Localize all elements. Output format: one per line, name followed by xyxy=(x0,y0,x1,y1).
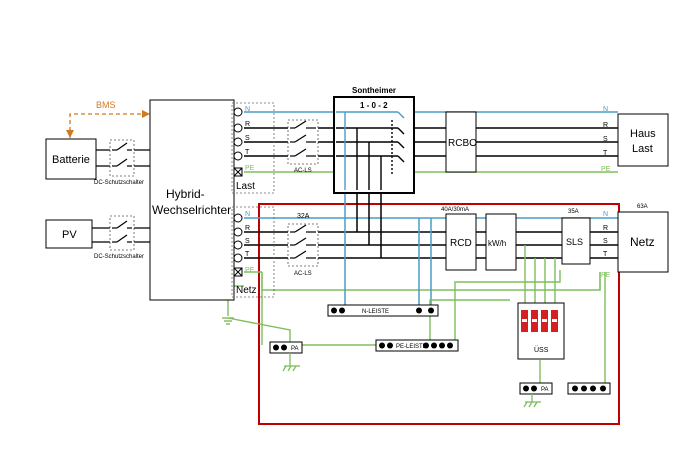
pa-1-ground-icon xyxy=(282,353,300,372)
pa-2-terminals xyxy=(523,385,537,392)
rating-63a: 63A xyxy=(637,204,648,210)
inverter-last-terminals xyxy=(233,107,243,177)
pa-2-ground-icon xyxy=(523,394,541,408)
bms-arrow-up-icon xyxy=(66,130,74,138)
sontheimer-contacts xyxy=(336,111,405,190)
netz-label: Netz xyxy=(630,235,655,249)
sls-box xyxy=(561,217,591,265)
ac-ls-1-label: AC-LS xyxy=(294,168,312,174)
inv-netz-t: T xyxy=(245,251,250,258)
haus-last-box xyxy=(617,113,669,167)
battery-box xyxy=(45,138,97,180)
battery-label: Batterie xyxy=(52,154,90,166)
netz-side-t: T xyxy=(603,251,608,258)
kwh-meter-box xyxy=(485,213,517,271)
inverter-label-line2: Wechselrichter xyxy=(152,203,231,217)
ac-ls-2-rating: 32A xyxy=(297,213,310,220)
pa-1-terminals xyxy=(273,344,287,351)
bms-label: BMS xyxy=(96,100,116,110)
haus-label-line1: Haus xyxy=(630,128,656,140)
inv-last-label: Last xyxy=(236,181,255,192)
ac-ls-2-label: AC-LS xyxy=(294,271,312,277)
switch-drop-wires xyxy=(344,190,432,310)
inv-netz-pe: PE xyxy=(245,267,255,274)
pa-1-label: PA xyxy=(291,346,299,352)
n-leiste-bar xyxy=(327,304,439,317)
haus-label-line2: Last xyxy=(632,143,653,155)
n-leiste-terminals xyxy=(331,307,434,314)
sls-label: SLS xyxy=(566,237,583,247)
pa-2-label: PA xyxy=(541,387,549,393)
dc-switch-2-label: DC-Schutzschalter xyxy=(94,254,144,260)
pe-leiste-terminals xyxy=(379,342,453,349)
inv-last-pe: PE xyxy=(245,165,255,172)
bms-link xyxy=(69,113,150,138)
earth-wires xyxy=(227,245,606,383)
inv-last-t: T xyxy=(245,149,250,156)
netz-box xyxy=(617,211,669,273)
rcd-label: RCD xyxy=(450,238,472,249)
uss-label: ÜSS xyxy=(534,346,549,354)
pe-terminal-strip xyxy=(567,382,611,395)
pv-label: PV xyxy=(62,229,77,241)
dc-switch-1-label: DC-Schutzschalter xyxy=(94,180,144,186)
inverter-label-line1: Hybrid- xyxy=(166,187,205,201)
dc-switch-1-icon xyxy=(112,142,132,167)
inv-netz-s: S xyxy=(245,238,250,245)
pv-box xyxy=(45,219,93,249)
netz-side-n: N xyxy=(603,211,608,218)
dc-switch-1-box xyxy=(109,139,135,177)
kwh-label: kW/h xyxy=(488,239,506,248)
pe-terminal-strip-terminals xyxy=(572,385,606,392)
inv-netz-r: R xyxy=(245,225,250,232)
inv-netz-n: N xyxy=(245,211,250,218)
rcbo-box xyxy=(445,111,477,173)
sontheimer-label: Sontheimer xyxy=(352,86,396,95)
last-side-pe: PE xyxy=(601,166,611,173)
last-side-t: T xyxy=(603,150,608,157)
inv-last-s: S xyxy=(245,135,250,142)
netz-side-pe: PE xyxy=(601,272,611,279)
last-side-n: N xyxy=(603,106,608,113)
pe-leiste-label: PE-LEISTE xyxy=(396,344,427,350)
inverter-box xyxy=(149,99,235,301)
uss-module-marks xyxy=(522,319,557,322)
rcd-box xyxy=(445,213,477,271)
rcd-rating: 40A/30mA xyxy=(441,207,469,213)
inverter-netz-terminals-frame xyxy=(231,206,275,298)
distribution-enclosure xyxy=(258,203,620,425)
sls-rating: 35A xyxy=(568,209,579,215)
n-leiste-label: N-LEISTE xyxy=(362,309,389,315)
sontheimer-positions: 1 - 0 - 2 xyxy=(360,101,388,110)
rcbo-label: RCBO xyxy=(448,138,477,149)
inverter-last-terminals-frame xyxy=(231,102,275,194)
inv-last-n: N xyxy=(245,106,250,113)
dc-switch-2-box xyxy=(109,215,135,251)
inverter-netz-terminals xyxy=(233,213,243,277)
netz-side-s: S xyxy=(603,238,608,245)
dc-switch-2-icon xyxy=(112,220,132,243)
ac-ls-1-icon xyxy=(290,120,316,157)
last-side-r: R xyxy=(603,122,608,129)
ac-ls-2-icon xyxy=(290,224,316,259)
last-side-s: S xyxy=(603,136,608,143)
inv-last-r: R xyxy=(245,121,250,128)
bms-arrow-left-icon xyxy=(142,110,150,118)
pe-leiste-bar xyxy=(375,339,459,352)
netz-side-r: R xyxy=(603,225,608,232)
inv-netz-label: Netz xyxy=(236,285,257,296)
inverter-ground-symbol xyxy=(222,317,234,325)
